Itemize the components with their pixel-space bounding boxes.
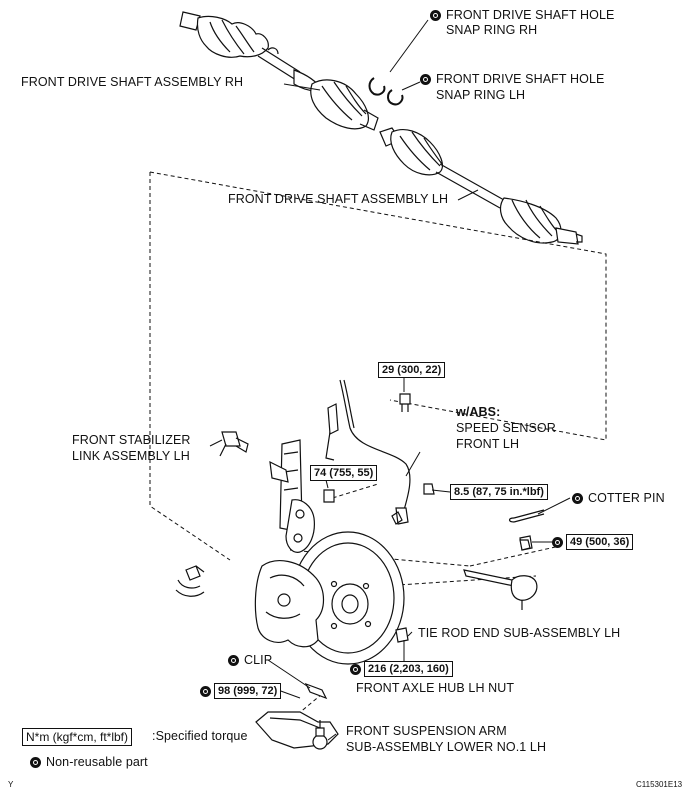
- label-stabilizer-line1: FRONT STABILIZER: [72, 433, 191, 447]
- snap-rings: [368, 77, 404, 106]
- figure-code: C115301E13: [636, 780, 683, 789]
- torque-216: 216 (2,203, 160): [364, 661, 453, 677]
- nonreusable-icon: [420, 74, 431, 85]
- label-clip: CLIP: [244, 653, 273, 667]
- stabilizer-link: [219, 431, 249, 457]
- nonreusable-icon: [30, 757, 41, 768]
- nonreusable-icon: [228, 655, 239, 666]
- nut-tie-rod: [519, 539, 531, 551]
- steering-knuckle: [269, 403, 339, 553]
- corner-mark: Y: [8, 780, 14, 789]
- nonreusable-icon: [552, 537, 563, 548]
- tie-rod-end: [463, 569, 538, 610]
- label-shaft-lh: FRONT DRIVE SHAFT ASSEMBLY LH: [228, 192, 449, 206]
- label-shaft-rh: FRONT DRIVE SHAFT ASSEMBLY RH: [21, 75, 244, 89]
- label-snap-ring-rh-line1: FRONT DRIVE SHAFT HOLE: [446, 8, 615, 22]
- torque-98: 98 (999, 72): [214, 683, 282, 699]
- speed-sensor: [339, 379, 411, 525]
- legend-torque-text: :Specified torque: [152, 729, 248, 743]
- label-hub-nut: FRONT AXLE HUB LH NUT: [356, 681, 515, 695]
- legend-nonreusable: Non-reusable part: [46, 755, 148, 769]
- drive-shaft-rh: [179, 11, 379, 131]
- label-speed-sensor-line2: FRONT LH: [456, 437, 520, 451]
- label-snap-ring-lh-line1: FRONT DRIVE SHAFT HOLE: [436, 72, 605, 86]
- torque-49: 49 (500, 36): [566, 534, 634, 550]
- nonreusable-icon: [430, 10, 441, 21]
- label-snap-ring-lh-line2: SNAP RING LH: [436, 88, 526, 102]
- torque-74: 74 (755, 55): [310, 465, 378, 481]
- abs-connector: [175, 565, 205, 597]
- cotter-pin: [508, 509, 545, 523]
- clip: [304, 682, 328, 700]
- nonreusable-icon: [350, 664, 361, 675]
- drive-shaft-lh: [379, 127, 583, 245]
- label-stabilizer-line2: LINK ASSEMBLY LH: [72, 449, 190, 463]
- suspension-arm: [255, 711, 339, 750]
- legend-torque-box: N*m (kgf*cm, ft*lbf): [22, 728, 133, 746]
- label-speed-sensor-line1: SPEED SENSOR: [456, 421, 556, 435]
- nonreusable-icon: [200, 686, 211, 697]
- label-cotter-pin: COTTER PIN: [588, 491, 665, 505]
- torque-8-5: 8.5 (87, 75 in.*lbf): [450, 484, 548, 500]
- label-tie-rod: TIE ROD END SUB-ASSEMBLY LH: [418, 626, 621, 640]
- label-susp-arm-line2: SUB-ASSEMBLY LOWER NO.1 LH: [346, 740, 547, 754]
- label-wabs: w/ABS:: [456, 405, 501, 419]
- label-snap-ring-rh-line2: SNAP RING RH: [446, 23, 538, 37]
- knuckle-body: [254, 560, 325, 648]
- label-susp-arm-line1: FRONT SUSPENSION ARM: [346, 724, 507, 738]
- brake-rotor: [291, 531, 405, 665]
- torque-29: 29 (300, 22): [378, 362, 446, 378]
- nonreusable-icon: [572, 493, 583, 504]
